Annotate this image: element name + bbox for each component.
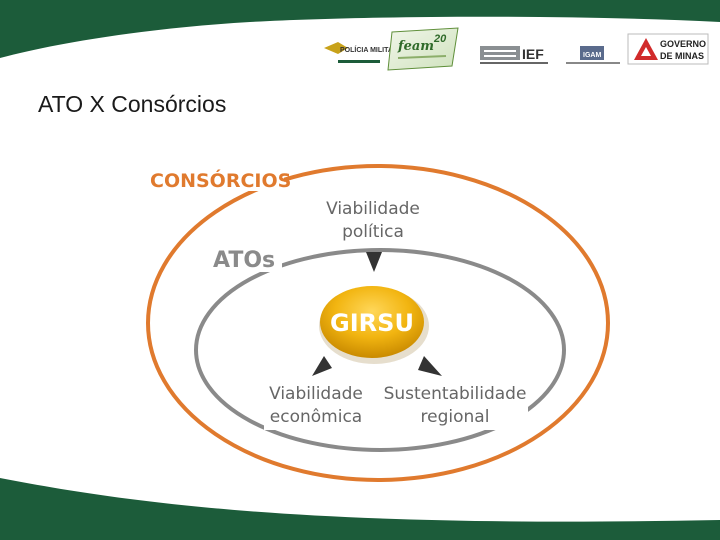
- governo-de-minas-logo: GOVERNO DE MINAS: [627, 33, 709, 65]
- consorcios-label: CONSÓRCIOS: [150, 168, 291, 192]
- sustentabilidade-regional-line1: Sustentabilidade: [384, 384, 527, 404]
- viabilidade-politica-line1: Viabilidade: [326, 199, 420, 219]
- svg-text:POLÍCIA MILITAR: POLÍCIA MILITAR: [340, 45, 398, 54]
- svg-text:IEF: IEF: [522, 46, 544, 62]
- girsu-label: GIRSU: [330, 309, 414, 337]
- atos-ellipse: [194, 248, 566, 452]
- ief-logo: IEF: [480, 46, 548, 64]
- svg-text:IGAM: IGAM: [583, 52, 601, 59]
- arrow-right-icon: [418, 356, 442, 376]
- slide-title: ATO X Consórcios: [38, 91, 226, 117]
- consorcios-ellipse: [146, 164, 610, 482]
- sustentabilidade-regional-line2: regional: [421, 407, 490, 427]
- arrow-left-icon: [312, 356, 332, 376]
- svg-text:20: 20: [433, 33, 447, 45]
- svg-text:GOVERNO: GOVERNO: [660, 39, 706, 49]
- svg-text:feam: feam: [397, 39, 434, 54]
- policia-militar-logo: POLÍCIA MILITAR: [324, 42, 398, 63]
- svg-text:DE MINAS: DE MINAS: [660, 51, 704, 61]
- atos-label: ATOs: [213, 248, 275, 273]
- feam-logo: feam 20: [387, 27, 459, 71]
- girsu-circle: [320, 286, 424, 358]
- viabilidade-economica-line1: Viabilidade: [269, 384, 363, 404]
- viabilidade-economica-line2: econômica: [270, 407, 362, 427]
- viabilidade-politica-line2: política: [342, 222, 404, 242]
- arrow-down-icon: [366, 252, 382, 272]
- bottom-banner: [0, 478, 720, 540]
- igam-logo: IGAM: [566, 46, 620, 64]
- top-banner: [0, 0, 720, 58]
